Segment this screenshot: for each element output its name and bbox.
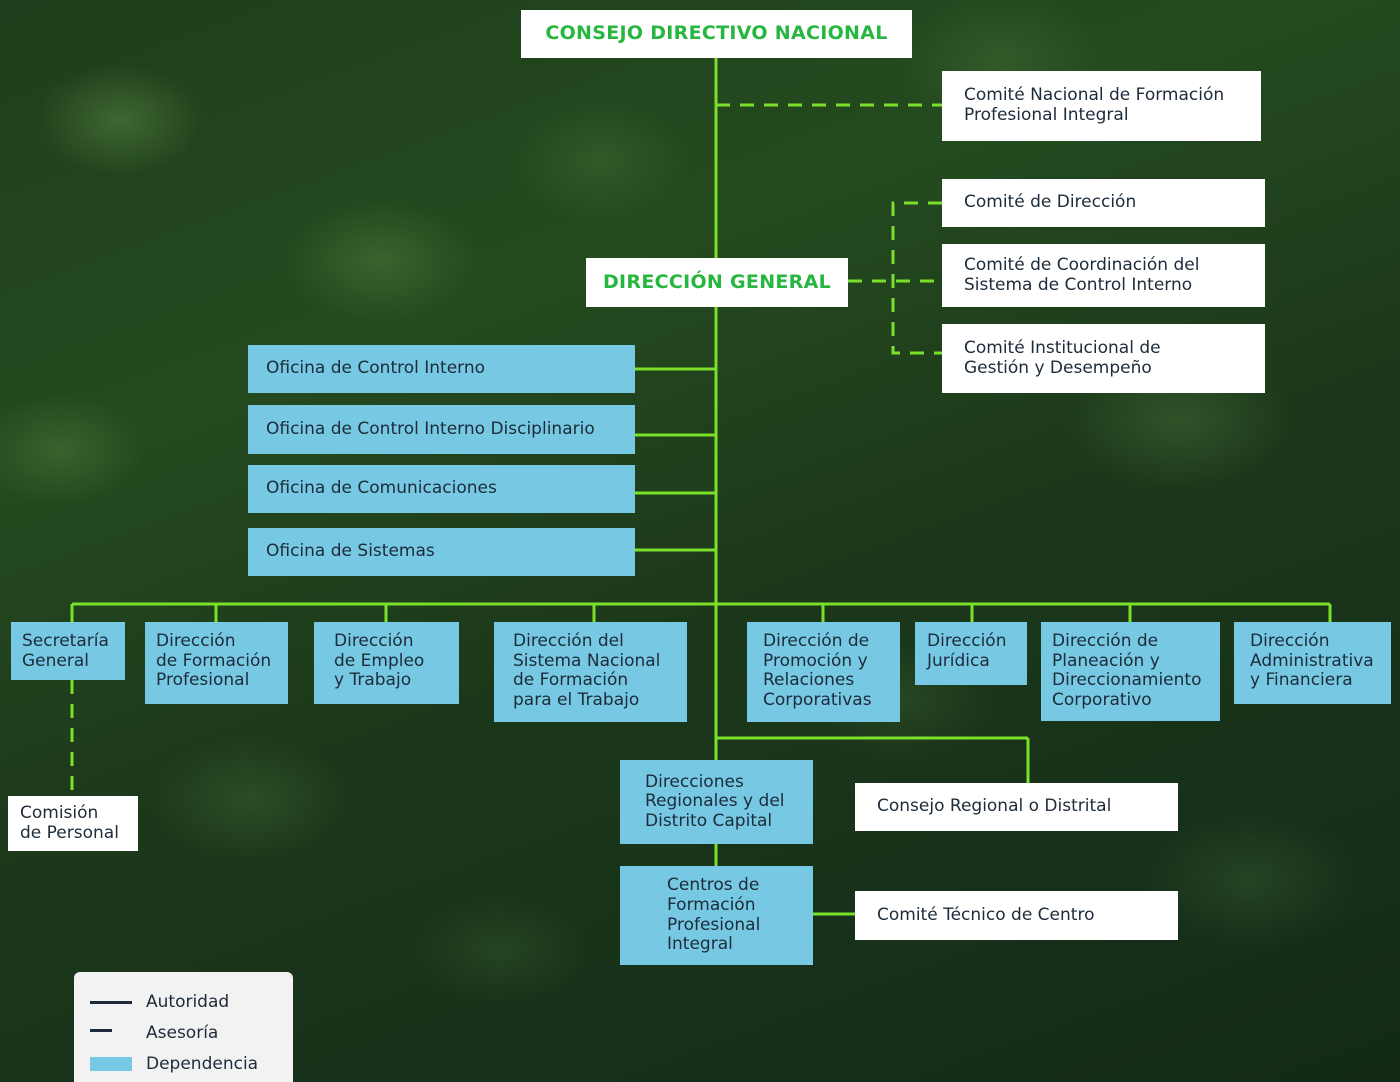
oficina-control-disciplinario: Oficina de Control Interno Disciplinario (248, 405, 635, 454)
legend-label: Asesoría (146, 1022, 219, 1043)
comite-institucional-box: Comité Institucional de Gestión y Desemp… (942, 324, 1265, 393)
legend-label: Autoridad (146, 991, 230, 1012)
direccion-empleo-trabajo: Dirección de Empleo y Trabajo (314, 622, 459, 704)
legend-item-asesoria: Asesoría (90, 1017, 277, 1048)
comite-direccion-box: Comité de Dirección (942, 179, 1265, 227)
consejo-regional-box: Consejo Regional o Distrital (855, 783, 1178, 831)
authority-line-icon (90, 995, 132, 1009)
consejo-directivo-box: CONSEJO DIRECTIVO NACIONAL (521, 10, 912, 58)
direccion-sistema-nacional: Dirección del Sistema Nacional de Formac… (494, 622, 687, 722)
secretaria-general: Secretaría General (11, 622, 125, 680)
direccion-general-box: DIRECCIÓN GENERAL (586, 258, 848, 307)
comite-nacional-box: Comité Nacional de Formación Profesional… (942, 71, 1261, 141)
dependency-swatch-icon (90, 1056, 132, 1071)
oficina-control-interno: Oficina de Control Interno (248, 345, 635, 393)
centros-formacion: Centros de Formación Profesional Integra… (620, 866, 813, 965)
advisory-line-icon (90, 1026, 132, 1040)
direccion-formacion-profesional: Dirección de Formación Profesional (145, 622, 288, 704)
direccion-planeacion: Dirección de Planeación y Direccionamien… (1041, 622, 1220, 721)
legend-item-autoridad: Autoridad (90, 986, 277, 1017)
oficina-sistemas: Oficina de Sistemas (248, 528, 635, 576)
direcciones-regionales: Direcciones Regionales y del Distrito Ca… (620, 760, 813, 844)
oficina-comunicaciones: Oficina de Comunicaciones (248, 465, 635, 513)
advisory-line (891, 201, 942, 355)
legend-label: Dependencia (146, 1053, 259, 1074)
comite-coordinacion-box: Comité de Coordinación del Sistema de Co… (942, 244, 1265, 307)
comision-personal-box: Comisión de Personal (8, 796, 138, 851)
comite-tecnico-box: Comité Técnico de Centro (855, 891, 1178, 940)
direccion-administrativa: Dirección Administrativa y Financiera (1234, 622, 1391, 704)
legend: Autoridad Asesoría Dependencia (74, 972, 293, 1082)
direccion-juridica: Dirección Jurídica (915, 622, 1027, 685)
legend-item-dependencia: Dependencia (90, 1048, 277, 1079)
direccion-promocion-relaciones: Dirección de Promoción y Relaciones Corp… (747, 622, 900, 722)
